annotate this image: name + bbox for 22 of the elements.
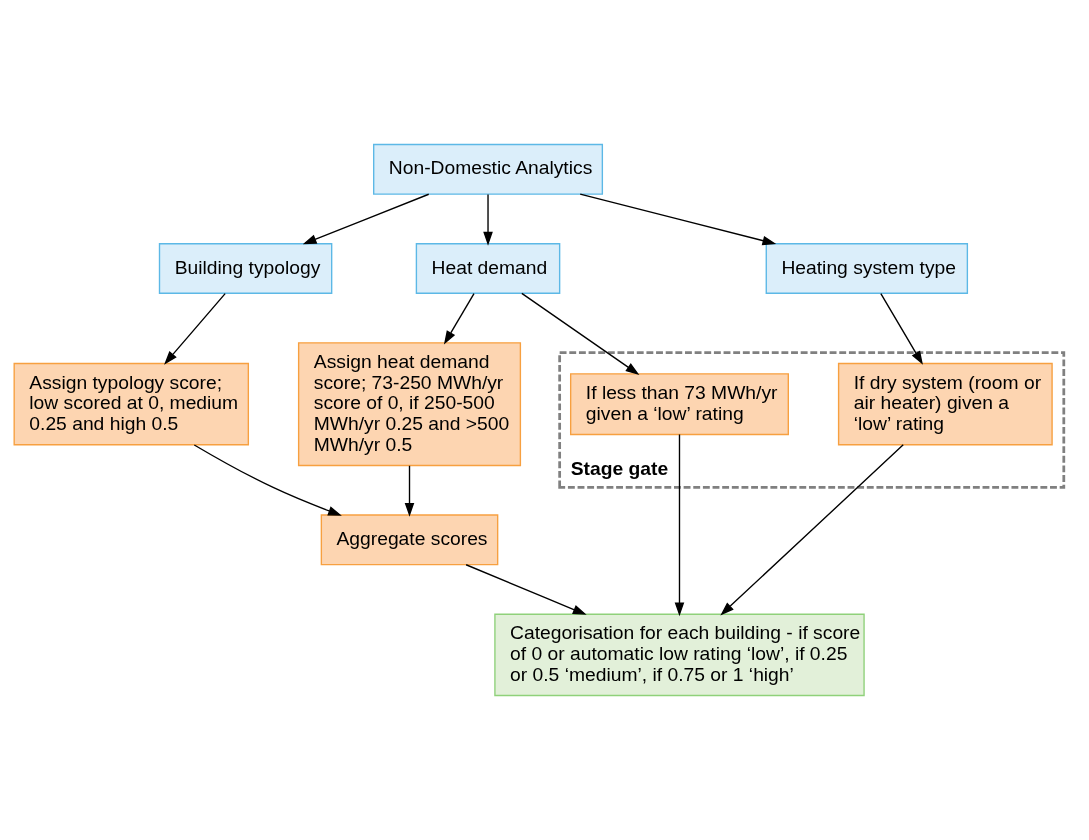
arrow xyxy=(579,193,777,246)
arrow xyxy=(193,444,342,516)
node-box: Heat demand xyxy=(415,243,561,294)
node-box: Aggregate scores xyxy=(320,514,499,566)
node-box: If dry system (room or air heater) given a ‘low’ rating xyxy=(837,362,1053,446)
arrow xyxy=(465,564,587,615)
arrow xyxy=(720,444,904,616)
arrow xyxy=(521,292,640,375)
node-box: If less than 73 MWh/yr given a ‘low’ rating xyxy=(569,373,789,436)
node-box: Assign typology score; low scored at 0, medium 0.25 and high 0.5 xyxy=(13,362,250,446)
node-box: Building typology xyxy=(158,243,333,294)
arrow xyxy=(880,292,923,365)
arrow xyxy=(674,433,685,617)
node-box: Categorisation for each building - if score of 0 or automatic low rating ‘low’, if 0.25 or 0.5 ‘medium’, if 0.75 or 1 ‘high’ xyxy=(494,613,865,697)
arrow xyxy=(164,292,226,365)
arrow xyxy=(302,193,430,245)
node-box: Assign heat demand score; 73-250 MWh/yr score of 0, if 250-500 MWh/yr 0.25 and >500 MWh/yr 0.5 xyxy=(297,342,522,467)
node-box: Non-Domestic Analytics xyxy=(373,143,604,195)
arrow xyxy=(404,465,415,517)
arrow xyxy=(483,193,493,246)
arrow xyxy=(443,292,475,345)
node-box: Heating system type xyxy=(765,243,969,294)
